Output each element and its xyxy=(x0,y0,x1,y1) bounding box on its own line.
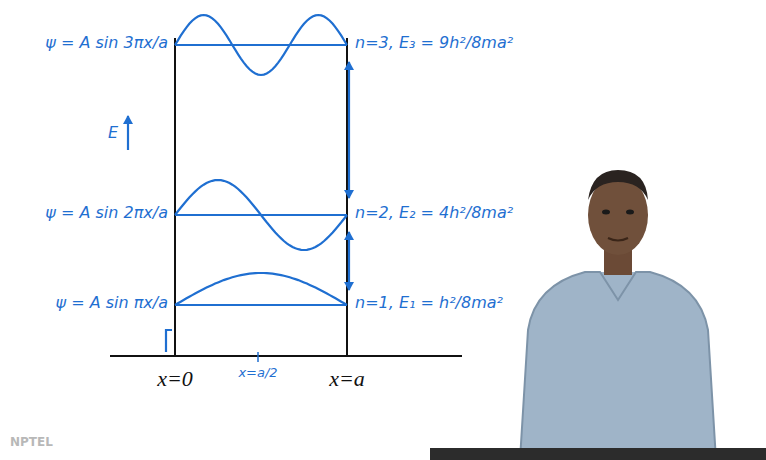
energy-label: n=1, E₁ = h²/8ma² xyxy=(355,294,503,312)
position-label: x=0 xyxy=(157,366,193,391)
wave-n3 xyxy=(175,15,347,75)
wave-n2 xyxy=(175,180,347,250)
wavefunction-label: ψ = A sin 3πx/a xyxy=(45,34,168,52)
axis-label: E xyxy=(108,124,118,142)
energy-arrow xyxy=(127,116,129,150)
level-line xyxy=(175,44,347,46)
ground-line xyxy=(110,355,462,357)
watermark: NPTEL xyxy=(10,436,53,450)
podium xyxy=(430,448,766,460)
level-line xyxy=(175,304,347,306)
spacing-arrow xyxy=(348,232,350,290)
left-wall xyxy=(174,38,176,356)
position-label: x=a/2 xyxy=(238,366,277,381)
presenter xyxy=(520,170,716,460)
wave-n1 xyxy=(175,273,347,305)
right-wall xyxy=(346,38,348,356)
position-label: x=a xyxy=(329,366,365,391)
wavefunction-label: ψ = A sin 2πx/a xyxy=(45,204,168,222)
wall-mark xyxy=(166,330,172,352)
energy-label: n=3, E₃ = 9h²/8ma² xyxy=(355,34,513,52)
midpoint-tick xyxy=(257,352,259,362)
wavefunction-label: ψ = A sin πx/a xyxy=(56,294,168,312)
spacing-arrow xyxy=(348,62,350,198)
energy-label: n=2, E₂ = 4h²/8ma² xyxy=(355,204,513,222)
